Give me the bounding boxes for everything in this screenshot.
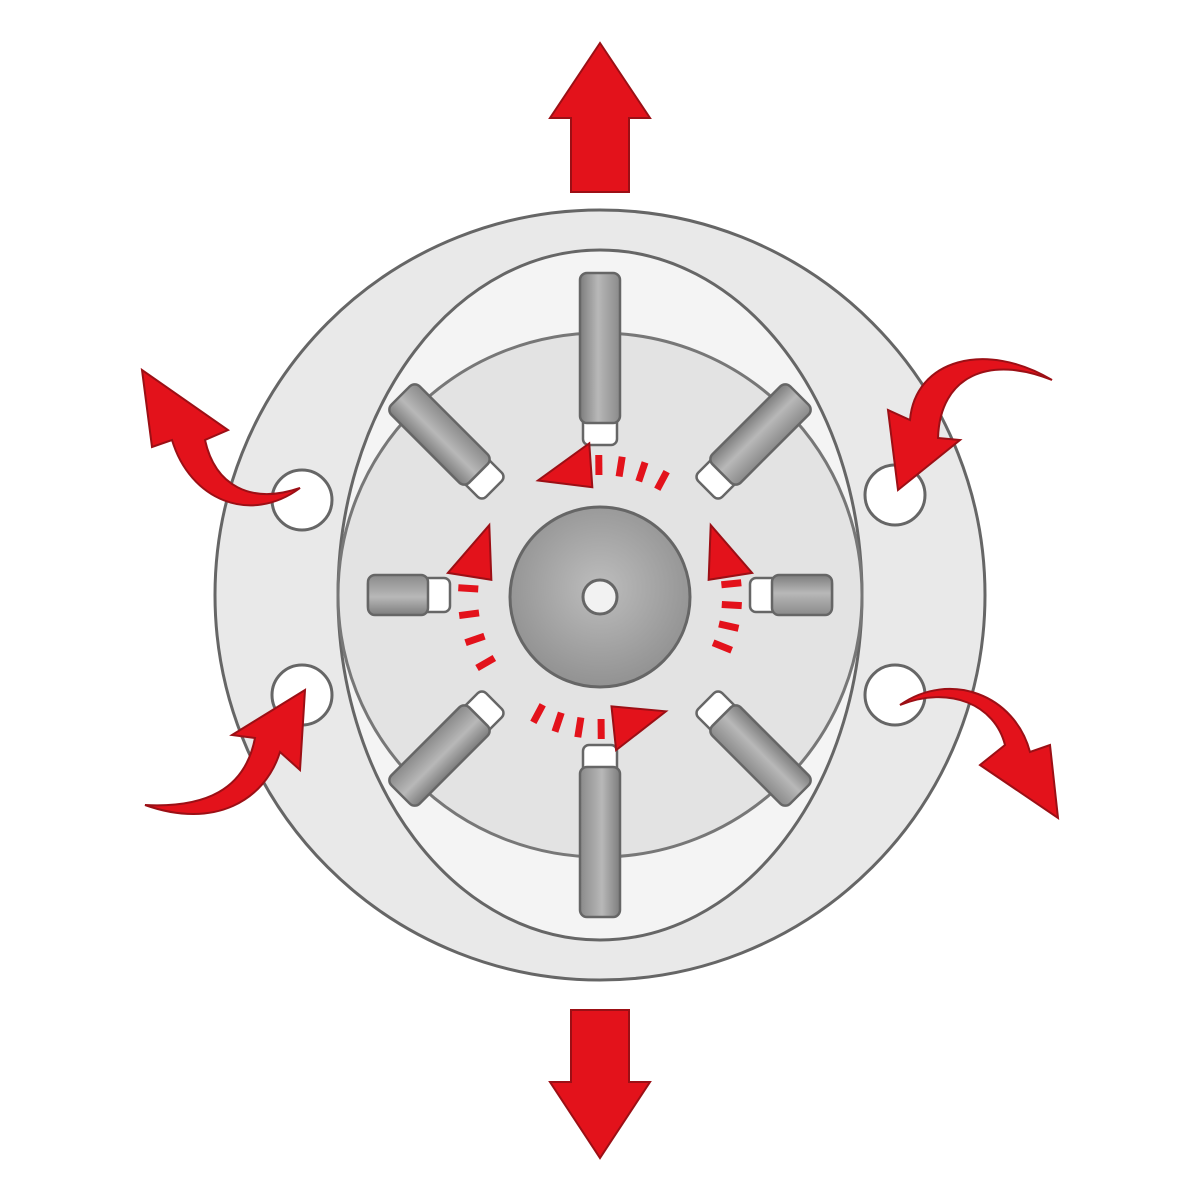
rotation-dash xyxy=(721,579,742,589)
rotation-dash xyxy=(530,703,546,725)
rotation-arrowhead-icon xyxy=(535,441,594,489)
curved-arrow-upper-right-icon xyxy=(886,358,1053,492)
arrow-up-icon xyxy=(548,41,652,193)
rotation-dash xyxy=(654,469,670,491)
vane xyxy=(748,573,834,617)
rotation-dash xyxy=(574,716,585,738)
arrow-down-icon xyxy=(548,1009,652,1160)
rotation-dash xyxy=(615,456,626,478)
shaft-hole xyxy=(581,578,619,616)
rotation-arrowhead-icon xyxy=(610,705,669,753)
vane xyxy=(695,690,812,807)
rotation-arrowhead-icon xyxy=(707,522,755,581)
curved-arrow-lower-right-icon xyxy=(899,688,1060,821)
rotation-dash xyxy=(721,600,742,610)
rotation-arrowhead-icon xyxy=(445,522,493,581)
vanes-group xyxy=(366,271,834,919)
rotation-dash xyxy=(475,654,497,672)
rotation-dash xyxy=(635,461,649,483)
rotation-dash xyxy=(464,632,486,646)
curved-arrow-upper-left-icon xyxy=(140,367,301,507)
rotation-dash xyxy=(458,609,480,620)
vane xyxy=(366,573,452,617)
curved-arrow-lower-left-icon xyxy=(144,688,307,815)
vane xyxy=(578,743,622,919)
rotation-dash xyxy=(711,639,733,654)
vane xyxy=(578,271,622,447)
rotation-dash xyxy=(458,584,479,593)
vane xyxy=(388,690,505,807)
clockwise-rotation-icon xyxy=(445,441,755,753)
rotation-dash xyxy=(718,620,740,632)
vane xyxy=(388,383,505,500)
rotation-dash xyxy=(551,711,565,733)
vane xyxy=(695,383,812,500)
